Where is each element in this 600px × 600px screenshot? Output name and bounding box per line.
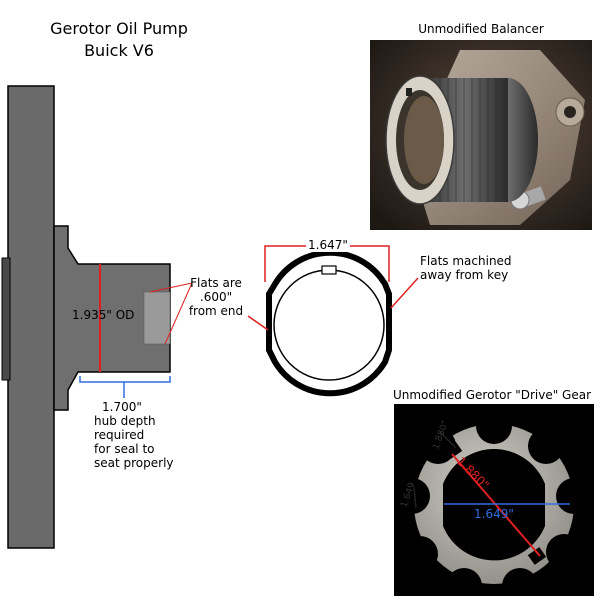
depth-note: 1.700" hub depth required for seal to se… [94, 400, 174, 470]
depth-note-line-5: seat properly [94, 456, 174, 470]
balancer-flange [7, 85, 55, 549]
flats-note: Flats are .600" from end [186, 276, 246, 318]
keyway-notch [321, 265, 337, 275]
gear-diagonal-line [451, 453, 541, 557]
end-flat-leader-left [247, 315, 269, 331]
end-view-note-line-2: away from key [420, 268, 509, 282]
flats-note-line-3: from end [188, 304, 244, 318]
depth-note-line-4: for seal to [94, 442, 155, 456]
gear-flat-mark [413, 487, 417, 509]
title-line-2: Buick V6 [84, 41, 154, 60]
balancer-hub [53, 225, 171, 411]
balancer-photo [370, 40, 592, 230]
bore-circle [273, 269, 385, 381]
flats-note-line-1: Flats are [190, 276, 242, 290]
balancer-photo-caption: Unmodified Balancer [418, 22, 544, 36]
flats-leader-bottom [164, 282, 193, 345]
flats-leader-top [149, 282, 193, 293]
end-view-note: Flats machined away from key [420, 254, 530, 282]
gear-outer-mark [439, 431, 457, 449]
end-view-width-label: 1.647" [306, 238, 350, 252]
end-view-note-line-1: Flats machined [420, 254, 512, 268]
diagram-title: Gerotor Oil Pump Buick V6 [14, 18, 224, 62]
depth-note-line-2: hub depth [94, 414, 156, 428]
title-line-1: Gerotor Oil Pump [50, 19, 188, 38]
end-flat-leader-right [390, 277, 419, 309]
gear-body [394, 408, 592, 596]
od-label: 1.935" OD [72, 308, 135, 322]
flats-note-line-2: .600" [199, 290, 233, 304]
flange-lip [1, 257, 11, 381]
hub-end-view [247, 245, 419, 397]
depth-bracket [79, 376, 171, 383]
gear-photo: 1.880" 1.649" 1.880" 1.649 [394, 404, 594, 596]
depth-note-line-1: 1.700" [102, 400, 142, 414]
gear-photo-caption: Unmodified Gerotor "Drive" Gear [392, 388, 592, 402]
gear-across-flats-label: 1.649" [474, 507, 514, 521]
hub-flat-area [143, 291, 171, 345]
depth-note-line-3: required [94, 428, 145, 442]
